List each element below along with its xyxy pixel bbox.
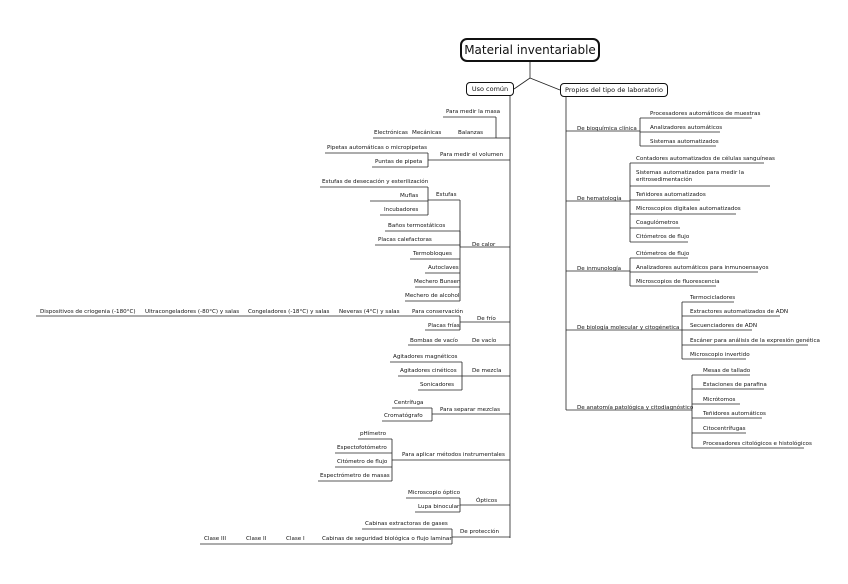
leaf-congeladores[interactable]: Congeladores (-18°C) y salas <box>248 309 330 315</box>
leaf-microscopios-digitales[interactable]: Microscopios digitales automatizados <box>636 206 741 212</box>
leaf-mesas-tallado[interactable]: Mesas de tallado <box>703 368 751 374</box>
leaf-sonicadores[interactable]: Sonicadores <box>420 382 455 388</box>
leaf-placas-calefactoras[interactable]: Placas calefactoras <box>378 237 432 243</box>
leaf-microscopios-fluorescencia[interactable]: Microscopios de fluorescencia <box>636 279 720 285</box>
leaf-procesadores-muestras[interactable]: Procesadores automáticos de muestras <box>650 111 761 117</box>
node-conservacion[interactable]: Para conservación <box>412 309 464 315</box>
leaf-bombas-vacio[interactable]: Bombas de vacío <box>410 338 458 344</box>
leaf-mechero-bunsen[interactable]: Mechero Bunsen <box>414 279 461 285</box>
leaf-procesadores-citologicos[interactable]: Procesadores citológicos e histológicos <box>703 441 812 447</box>
node-medir-volumen[interactable]: Para medir el volumen <box>440 152 504 158</box>
leaf-espectofotometro[interactable]: Espectofotómetro <box>337 445 387 451</box>
leaf-contadores-celulas[interactable]: Contadores automatizados de células sang… <box>636 156 775 162</box>
leaf-incubadores[interactable]: Incubadores <box>384 207 419 213</box>
leaf-citometros-flujo-hema[interactable]: Citómetros de flujo <box>636 234 690 240</box>
leaf-clase-ii[interactable]: Clase II <box>246 536 267 542</box>
node-de-frio[interactable]: De frío <box>477 316 496 322</box>
node-de-proteccion[interactable]: De protección <box>460 529 499 535</box>
leaf-puntas-pipeta[interactable]: Puntas de pipeta <box>375 159 423 165</box>
leaf-citometro-flujo[interactable]: Citómetro de flujo <box>337 459 388 465</box>
node-balanzas[interactable]: Balanzas <box>458 130 484 136</box>
leaf-clase-i[interactable]: Clase I <box>286 536 305 542</box>
node-anatomia-patologica[interactable]: De anatomía patológica y citodiagnóstico <box>577 405 694 411</box>
leaf-electronicas[interactable]: Electrónicas <box>374 130 408 136</box>
node-inmunologia[interactable]: De inmunología <box>577 266 622 272</box>
leaf-muflas[interactable]: Muflas <box>400 193 419 199</box>
leaf-coagulometros[interactable]: Coagulómetros <box>636 220 679 226</box>
leaf-microtomos[interactable]: Micrótomos <box>703 397 736 403</box>
root-node[interactable]: Material inventariable <box>460 38 600 62</box>
leaf-agitadores-cineticos[interactable]: Agitadores cinéticos <box>400 368 457 374</box>
leaf-phimetro[interactable]: pHímetro <box>360 431 386 437</box>
node-estufas[interactable]: Estufas <box>436 192 457 198</box>
leaf-ultracongeladores[interactable]: Ultracongeladores (-80°C) y salas <box>145 309 240 315</box>
leaf-autoclaves[interactable]: Autoclaves <box>428 265 459 271</box>
leaf-termobloques[interactable]: Termobloques <box>413 251 452 257</box>
leaf-citometros-flujo-inmuno[interactable]: Citómetros de flujo <box>636 251 690 257</box>
leaf-escaner-expresion[interactable]: Escáner para análisis de la expresión ge… <box>690 338 820 344</box>
node-opticos[interactable]: Ópticos <box>476 498 498 504</box>
leaf-cabinas-gases[interactable]: Cabinas extractoras de gases <box>365 521 448 527</box>
leaf-clase-iii[interactable]: Clase III <box>204 536 226 542</box>
leaf-banos-termostaticos[interactable]: Baños termostáticos <box>388 223 446 229</box>
leaf-tenidores-automatizados[interactable]: Teñidores automatizados <box>636 192 706 198</box>
leaf-secuenciadores-adn[interactable]: Secuenciadores de ADN <box>690 323 758 329</box>
leaf-termocicladores[interactable]: Termocicladores <box>690 295 736 301</box>
leaf-mechero-alcohol[interactable]: Mechero de alcohol <box>405 293 460 299</box>
leaf-sistemas-eritro-2[interactable]: eritrosedimentación <box>636 177 693 183</box>
leaf-analizadores-automaticos[interactable]: Analizadores automáticos <box>650 125 723 131</box>
leaf-neveras[interactable]: Neveras (4°C) y salas <box>339 309 400 315</box>
node-hematologia[interactable]: De hematología <box>577 196 622 202</box>
node-medir-masa[interactable]: Para medir la masa <box>446 109 501 115</box>
leaf-centrifuga[interactable]: Centrífuga <box>394 400 424 406</box>
node-de-calor[interactable]: De calor <box>472 242 496 248</box>
branch-uso-comun[interactable]: Uso común <box>466 82 514 96</box>
leaf-extractores-adn[interactable]: Extractores automatizados de ADN <box>690 309 789 315</box>
leaf-tenidores-automaticos[interactable]: Teñidores automáticos <box>703 411 766 417</box>
node-biologia-molecular[interactable]: De biología molecular y citogénetica <box>577 325 680 331</box>
leaf-cromatografo[interactable]: Cromatógrafo <box>384 413 423 419</box>
leaf-microscopio-invertido[interactable]: Microscopio invertido <box>690 352 750 358</box>
leaf-analizadores-inmunoensayos[interactable]: Analizadores automáticos para inmunoensa… <box>636 265 769 271</box>
leaf-placas-frias[interactable]: Placas frías <box>428 323 460 329</box>
node-separar-mezclas[interactable]: Para separar mezclas <box>440 407 500 413</box>
leaf-citocentrifugas[interactable]: Citocentrífugas <box>703 426 746 432</box>
node-metodos-instrumentales[interactable]: Para aplicar métodos instrumentales <box>402 452 505 458</box>
leaf-estaciones-parafina[interactable]: Estaciones de parafina <box>703 382 767 388</box>
leaf-cabinas-seguridad[interactable]: Cabinas de seguridad biológica o flujo l… <box>322 536 452 542</box>
node-de-vacio[interactable]: De vacío <box>472 338 497 344</box>
leaf-microscopio-optico[interactable]: Microscopio óptico <box>408 490 460 496</box>
branch-propios-laboratorio[interactable]: Propios del tipo de laboratorio <box>560 83 668 97</box>
leaf-sistemas-eritro-1[interactable]: Sistemas automatizados para medir la <box>636 170 745 176</box>
leaf-mecanicas[interactable]: Mecánicas <box>412 130 442 136</box>
leaf-espectrometro-masas[interactable]: Espectrómetro de masas <box>320 473 390 479</box>
leaf-sistemas-automatizados[interactable]: Sistemas automatizados <box>650 139 719 145</box>
leaf-pipetas[interactable]: Pipetas automáticas o micropipetas <box>327 145 428 151</box>
leaf-criogenia[interactable]: Dispositivos de criogenia (-180°C) <box>40 309 136 315</box>
leaf-lupa-binocular[interactable]: Lupa binocular <box>418 504 460 510</box>
leaf-agitadores-magneticos[interactable]: Agitadores magnéticos <box>393 354 458 360</box>
node-bioquimica[interactable]: De bioquímica clínica <box>577 126 637 132</box>
node-de-mezcla[interactable]: De mezcla <box>472 368 502 374</box>
leaf-estufas-desecacion[interactable]: Estufas de desecación y esterilización <box>322 179 429 185</box>
